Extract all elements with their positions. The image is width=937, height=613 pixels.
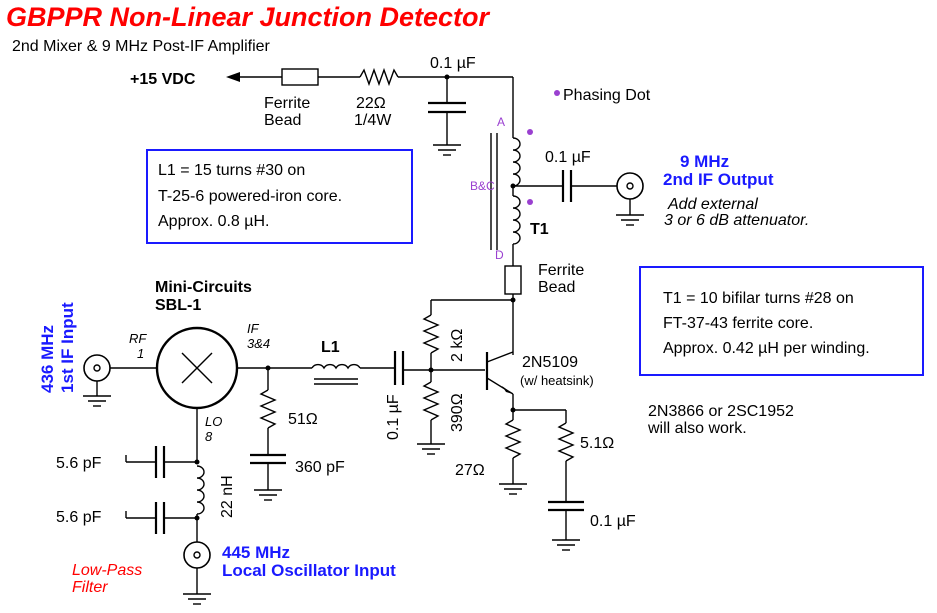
transformer-t1 xyxy=(490,77,533,266)
supply-line: +15 VDC xyxy=(130,67,513,88)
ferrite-bead-top-label-1: Ferrite xyxy=(264,95,310,112)
mixer-pin-rf-num: 1 xyxy=(137,346,144,361)
l1-note-line-1: L1 = 15 turns #30 on xyxy=(158,162,305,179)
t1-note-line-3: Approx. 0.42 µH per winding. xyxy=(663,340,870,357)
bias-resistor-top-value: 2 kΩ xyxy=(449,329,466,362)
inductor-l1-label: L1 xyxy=(321,339,340,356)
t1-note-line-2: FT-37-43 ferrite core. xyxy=(663,315,813,332)
output-note-2: 3 or 6 dB attenuator. xyxy=(664,212,809,229)
ferrite-bead-bottom-label-2: Bead xyxy=(538,279,575,296)
rf-input xyxy=(83,354,158,407)
emitter-network xyxy=(499,407,584,551)
termination-capacitor-value: 360 pF xyxy=(295,459,345,476)
ferrite-bead-top-label-2: Bead xyxy=(264,112,301,129)
transistor-alt-2: will also work. xyxy=(647,420,747,437)
bias-network xyxy=(417,297,516,455)
rf-input-name-label: 1st IF Input xyxy=(58,302,77,393)
mixer-pin-lo: LO xyxy=(205,414,222,429)
lpf-capacitor-1-value: 5.6 pF xyxy=(56,455,102,472)
emitter-resistor-value: 27Ω xyxy=(455,462,485,479)
lo-low-pass-filter xyxy=(125,408,211,605)
resistor-22-ohm-rating: 1/4W xyxy=(354,112,392,129)
output-capacitor-value: 0.1 µF xyxy=(545,149,591,166)
ferrite-bead-bottom-label-1: Ferrite xyxy=(538,262,584,279)
phasing-dot-a xyxy=(527,129,533,135)
output-coupling xyxy=(513,170,644,226)
lpf-label-2: Filter xyxy=(72,579,108,596)
mixer-pin-if: IF xyxy=(247,321,260,336)
lpf-label-1: Low-Pass xyxy=(72,562,142,579)
phasing-dot-c xyxy=(527,199,533,205)
ferrite-bead-bottom xyxy=(504,265,522,295)
supply-label: +15 VDC xyxy=(130,71,196,88)
lo-name-label: Local Oscillator Input xyxy=(222,561,396,580)
coupling-capacitor-value: 0.1 µF xyxy=(385,394,402,440)
mixer-sbl1 xyxy=(155,326,239,410)
transistor-alt-1: 2N3866 or 2SC1952 xyxy=(648,403,794,420)
mixer-pin-rf: RF xyxy=(129,331,147,346)
t1-tap-a: A xyxy=(497,115,505,129)
lo-freq-label: 445 MHz xyxy=(222,543,290,562)
t1-tap-bc: B&C xyxy=(470,179,495,193)
t1-tap-d: D xyxy=(495,248,504,262)
output-freq-label: 9 MHz xyxy=(680,152,729,171)
supply-capacitor-value: 0.1 µF xyxy=(430,55,476,72)
transistor-part: 2N5109 xyxy=(522,354,578,371)
transistor-note: (w/ heatsink) xyxy=(520,373,594,388)
output-note-1: Add external xyxy=(667,196,758,213)
lpf-capacitor-2-value: 5.6 pF xyxy=(56,509,102,526)
transistor-q1 xyxy=(485,351,514,410)
emitter-capacitor-value: 0.1 µF xyxy=(590,513,636,530)
l1-note-box xyxy=(146,149,413,244)
supply-arrow xyxy=(226,72,240,82)
mixer-label-1: Mini-Circuits xyxy=(155,279,252,296)
resistor-22-ohm xyxy=(359,67,399,87)
l1-note-line-3: Approx. 0.8 µH. xyxy=(158,213,270,230)
l1-note-line-2: T-25-6 powered-iron core. xyxy=(158,188,342,205)
lpf-inductor-value: 22 nH xyxy=(219,475,236,518)
resistor-22-ohm-value: 22Ω xyxy=(356,95,386,112)
mixer-label-2: SBL-1 xyxy=(155,297,201,314)
inductor-l1 xyxy=(311,363,361,370)
t1-note-line-1: T1 = 10 bifilar turns #28 on xyxy=(663,290,854,307)
emitter-bypass-resistor-value: 5.1Ω xyxy=(580,435,614,452)
t1-label: T1 xyxy=(530,221,549,238)
ferrite-bead-top xyxy=(281,68,319,86)
mixer-pin-if-num: 3&4 xyxy=(247,336,270,351)
supply-decoupling-capacitor xyxy=(428,74,466,156)
bias-resistor-bottom-value: 390Ω xyxy=(449,393,466,432)
termination-resistor-value: 51Ω xyxy=(288,411,318,428)
t1-note-box xyxy=(639,266,924,376)
mixer-pin-lo-num: 8 xyxy=(205,429,213,444)
output-name-label: 2nd IF Output xyxy=(663,170,774,189)
if-path xyxy=(237,351,431,501)
page-subtitle: 2nd Mixer & 9 MHz Post-IF Amplifier xyxy=(12,38,271,55)
rf-input-freq-label: 436 MHz xyxy=(38,325,57,393)
phasing-dot-label: Phasing Dot xyxy=(563,87,651,104)
phasing-dot-icon xyxy=(554,90,560,96)
page-title: GBPPR Non-Linear Junction Detector xyxy=(6,2,491,32)
